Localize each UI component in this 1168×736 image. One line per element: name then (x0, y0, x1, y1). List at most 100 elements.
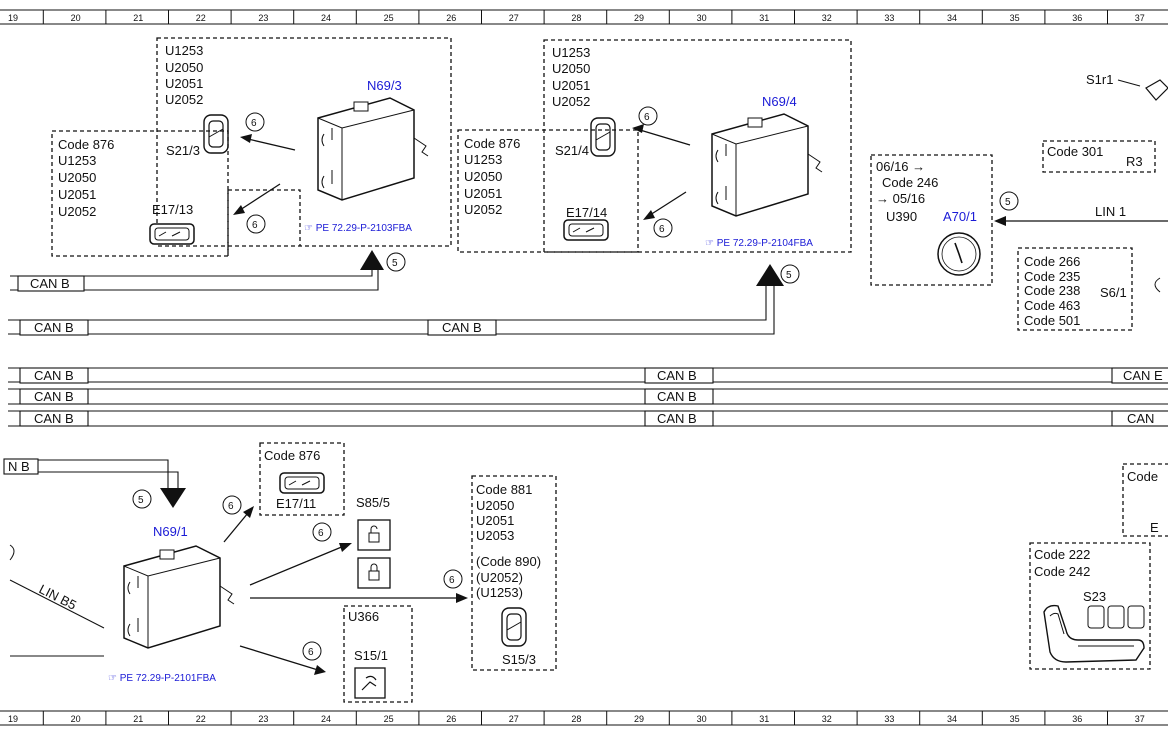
lin-b5-label: LIN B5 (37, 581, 79, 612)
note-circle-5: 5 (1005, 197, 1011, 208)
ecu-label-n69-3: N69/3 (367, 78, 402, 93)
n69-4-code: U2052 (552, 94, 590, 109)
e17-14-code: U1253 (464, 152, 502, 167)
lin-1-label: LIN 1 (1095, 204, 1126, 219)
can-b-label: CAN B (442, 320, 482, 335)
can-label-cut: CAN (1127, 411, 1154, 426)
cut-code: Code (1127, 469, 1158, 484)
ref-link-n69-1[interactable]: ☞ PE 72.29-P-2101FBA (108, 673, 216, 684)
grid-number: 24 (321, 13, 331, 23)
grid-number: 24 (321, 714, 331, 724)
grid-number: 34 (947, 714, 957, 724)
light-icon (149, 223, 195, 245)
note-circle-6: 6 (644, 112, 650, 123)
note-circle-6: 6 (308, 647, 314, 658)
s15-3-code: Code 881 (476, 482, 532, 497)
n69-3-switch-box (156, 37, 452, 247)
grid-number: 21 (133, 714, 143, 724)
note-circle-6: 6 (449, 575, 455, 586)
e17-14-box (457, 129, 639, 253)
grid-number: 36 (1072, 714, 1082, 724)
note-circle-6: 6 (228, 501, 234, 512)
grid-number: 25 (384, 13, 394, 23)
s15-3-code: U2051 (476, 513, 514, 528)
grid-number: 29 (634, 13, 644, 23)
clock-icon (937, 232, 981, 276)
note-circle-6: 6 (252, 220, 258, 231)
s15-3-box (471, 475, 557, 671)
s15-1-code: U366 (348, 609, 379, 624)
s23-code: Code 242 (1034, 564, 1090, 579)
grid-number: 28 (571, 13, 581, 23)
n69-3-code: U2050 (165, 60, 203, 75)
grid-number: 32 (822, 13, 832, 23)
r3-code: Code 301 (1047, 144, 1103, 159)
grid-number: 19 (8, 714, 18, 724)
cut-label: E (1150, 520, 1159, 535)
light-label-e17-14: E17/14 (566, 205, 607, 220)
ruler-frame (0, 9, 1168, 25)
switch-label-s85-5: S85/5 (356, 495, 390, 510)
ecu-n69-3-icon (317, 97, 429, 201)
grid-number: 30 (697, 13, 707, 23)
s15-3-code: U2050 (476, 498, 514, 513)
grid-number: 31 (759, 714, 769, 724)
r3-label: R3 (1126, 154, 1143, 169)
e17-13-code: U2052 (58, 204, 96, 219)
a70-line: Code 246 (882, 175, 938, 190)
note-circle-5: 5 (392, 258, 398, 269)
grid-number: 20 (71, 714, 81, 724)
switch-label-s15-3: S15/3 (502, 652, 536, 667)
can-bus-lines (3, 250, 1168, 508)
s15-1-box (343, 605, 413, 703)
s6-code: Code 501 (1024, 313, 1080, 328)
grid-number: 20 (71, 13, 81, 23)
bus-arrow-up (360, 250, 384, 270)
light-icon (563, 219, 609, 241)
can-b-label: CAN B (34, 320, 74, 335)
note-circle-5: 5 (786, 270, 792, 281)
n69-3-code: U2052 (165, 92, 203, 107)
a70-line: 06/16 → (876, 159, 925, 174)
can-label-cut: N B (8, 459, 30, 474)
a70-line: U390 (886, 209, 917, 224)
note-circle-6: 6 (659, 224, 665, 235)
e17-13-code: U1253 (58, 153, 96, 168)
ref-link-n69-3[interactable]: ☞ PE 72.29-P-2103FBA (304, 223, 412, 234)
grid-number: 31 (759, 13, 769, 23)
grid-number: 37 (1135, 714, 1145, 724)
e17-14-code: U2050 (464, 169, 502, 184)
sensor-label-s1r1: S1r1 (1086, 72, 1113, 87)
grid-number: 22 (196, 714, 206, 724)
n69-3-code: U1253 (165, 43, 203, 58)
grid-number: 34 (947, 13, 957, 23)
a70-line: → 05/16 (876, 191, 925, 206)
ecu-label-n69-4: N69/4 (762, 94, 797, 109)
e17-11-code: Code 876 (264, 448, 320, 463)
r3-box (1042, 140, 1156, 173)
e17-14-code: U2051 (464, 186, 502, 201)
grid-number: 21 (133, 13, 143, 23)
e17-13-code: U2051 (58, 187, 96, 202)
grid-number: 26 (446, 714, 456, 724)
ref-link-n69-4[interactable]: ☞ PE 72.29-P-2104FBA (705, 238, 813, 249)
can-label-cut: CAN E (1123, 368, 1163, 383)
ruler-frame (0, 710, 1168, 726)
e17-14-code: U2052 (464, 202, 502, 217)
grid-number: 30 (697, 714, 707, 724)
s6-code: Code 463 (1024, 298, 1080, 313)
grid-number: 37 (1135, 13, 1145, 23)
note-circle-6: 6 (251, 118, 257, 129)
s15-3-code: (Code 890) (476, 554, 541, 569)
light-label-e17-11: E17/11 (276, 496, 316, 511)
grid-number: 33 (884, 714, 894, 724)
grid-number: 36 (1072, 13, 1082, 23)
light-icon (279, 472, 325, 494)
e17-11-box (259, 442, 345, 516)
grid-number: 22 (196, 13, 206, 23)
can-b-label: CAN B (657, 368, 697, 383)
s23-box (1029, 542, 1151, 670)
e17-13-code: Code 876 (58, 137, 114, 152)
can-b-label: CAN B (34, 389, 74, 404)
